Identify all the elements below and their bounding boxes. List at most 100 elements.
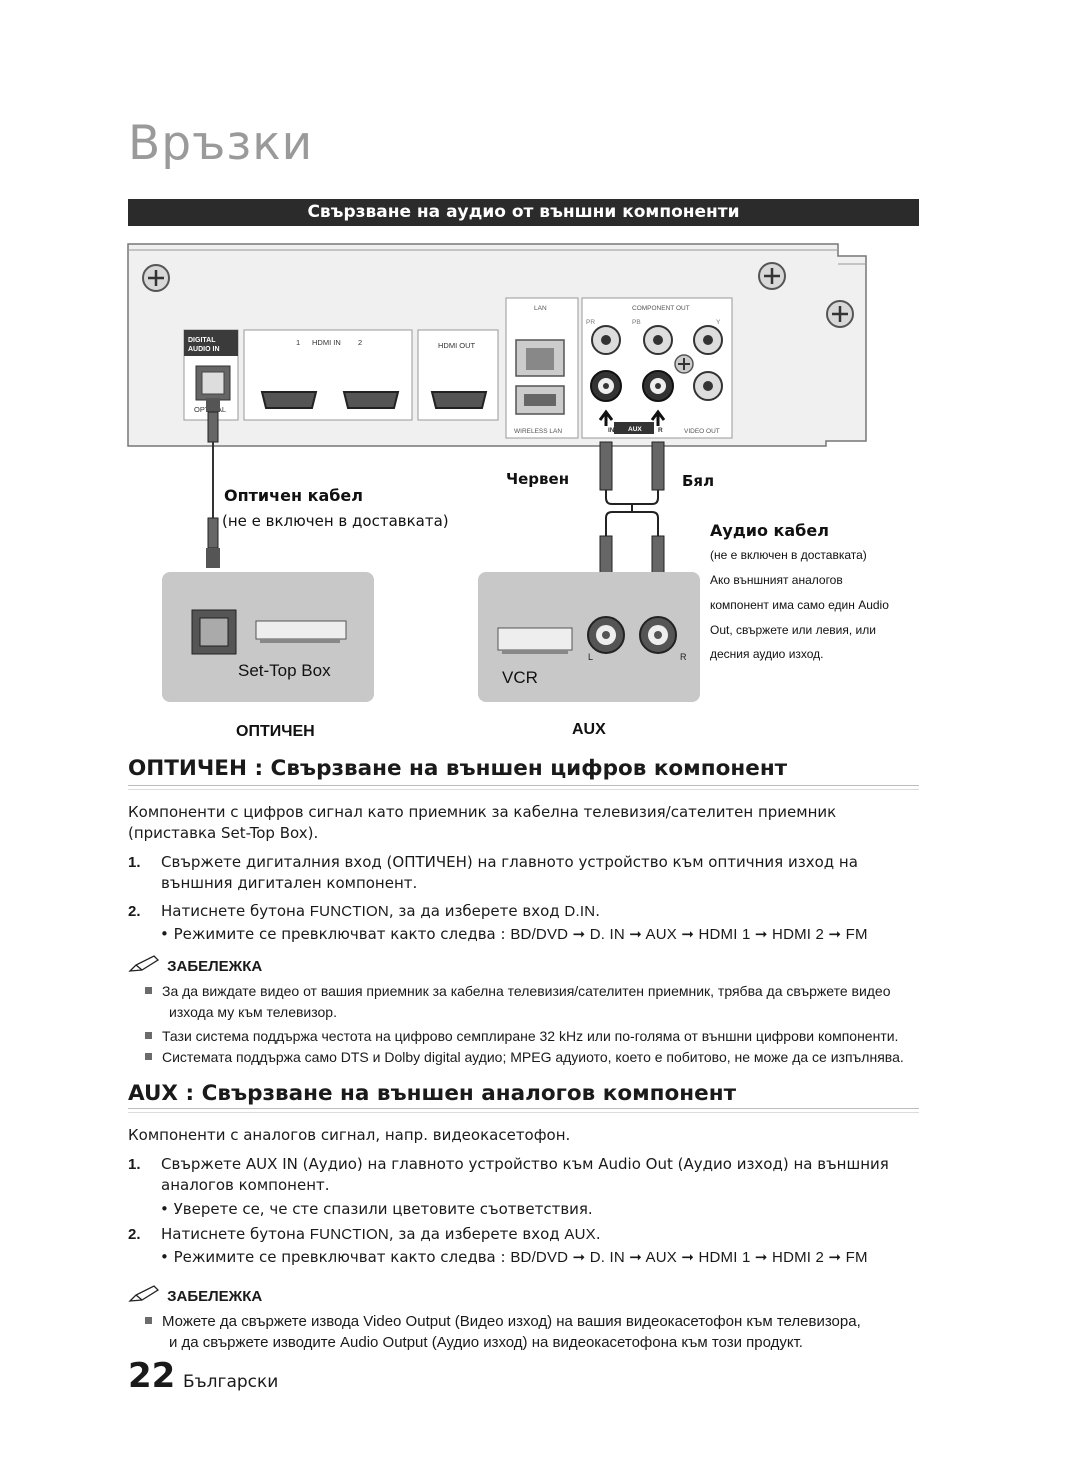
- aux-step-2: 2.Натиснете бутона FUNCTION, за да избер…: [128, 1224, 928, 1245]
- function-keyword: FUNCTION: [309, 1226, 389, 1243]
- hdmi-port-icon: [260, 391, 318, 409]
- step-number: 2.: [128, 1226, 141, 1243]
- aux-step-1-cont: аналогов компонент.: [161, 1176, 330, 1194]
- video-out-jack-icon: [693, 371, 723, 401]
- optical-caption: ОПТИЧЕН: [236, 723, 315, 740]
- optical-cable-note: (не е включен в доставката): [222, 512, 449, 530]
- vcr-device: L R VCR: [478, 572, 700, 702]
- pencil-note-icon: [128, 955, 160, 972]
- aux-step-1-bullet: • Уверете се, че сте спазили цветовите с…: [160, 1199, 930, 1220]
- page-language: Български: [183, 1372, 279, 1392]
- optical-step-1-text: Свържете дигиталния вход (ОПТИЧЕН) на гл…: [161, 853, 858, 871]
- section-banner: Свързване на аудио от външни компоненти: [128, 199, 919, 226]
- hdmi-out-label: HDMI OUT: [438, 341, 475, 350]
- video-out-label: VIDEO OUT: [684, 428, 720, 435]
- aux-step-1-text: Свържете AUX IN (Аудио) на главното устр…: [161, 1155, 889, 1173]
- optical-note-1: За да виждате видео от вашия приемник за…: [145, 981, 915, 1023]
- audio-cable-note-5: десния аудио изход.: [710, 647, 824, 661]
- chapter-title: Връзки: [128, 116, 314, 171]
- component-out-label: COMPONENT OUT: [632, 305, 690, 312]
- optical-intro-line-2: (приставка Set-Top Box).: [128, 824, 319, 842]
- optical-cable: [204, 398, 222, 593]
- connection-diagram: DIGITAL AUDIO IN OPTICAL 1 HDMI IN 2 HDM…: [127, 243, 889, 740]
- pencil-note-icon: [128, 1285, 160, 1302]
- square-bullet-icon: [145, 1032, 152, 1039]
- set-top-box-device: Set-Top Box: [162, 572, 374, 702]
- bullet-dot: •: [160, 1200, 174, 1218]
- aux-label: AUX: [628, 426, 642, 433]
- hdmi-in-label: HDMI IN: [312, 338, 341, 347]
- arrow-up-icon: [650, 409, 666, 426]
- optical-mode-sequence: BD/DVD ➞ D. IN ➞ AUX ➞ HDMI 1 ➞ HDMI 2 ➞…: [510, 926, 868, 943]
- optical-step-2-mid: , за да изберете вход: [388, 902, 565, 920]
- bullet-dot: •: [160, 925, 174, 943]
- bullet-dot: •: [160, 1248, 174, 1266]
- square-bullet-icon: [145, 987, 152, 994]
- optical-step-1: 1. Свържете дигиталния вход (ОПТИЧЕН) на …: [128, 852, 928, 894]
- aux-l-jack-icon: [590, 370, 622, 402]
- screw-icon: [826, 300, 854, 328]
- step-number: 1.: [128, 1156, 141, 1173]
- aux-in-l-label: IN: [608, 427, 615, 434]
- square-bullet-icon: [145, 1317, 152, 1324]
- screw-icon: [674, 354, 694, 374]
- aux-step-1: 1. Свържете AUX IN (Аудио) на главното ус…: [128, 1154, 928, 1196]
- hdmi-port-icon: [430, 391, 488, 409]
- comp-y-label: Y: [716, 319, 721, 326]
- vcr-l-label: L: [588, 652, 593, 662]
- white-plug-label: Бял: [682, 472, 714, 490]
- optical-step-2: 2. Натиснете бутона FUNCTION, за да избер…: [128, 901, 928, 922]
- aux-note-1-a: Можете да свържете извода Video Output (…: [162, 1313, 861, 1330]
- comp-pb-label: PB: [632, 319, 641, 326]
- back-panel: DIGITAL AUDIO IN OPTICAL 1 HDMI IN 2 HDM…: [127, 243, 867, 447]
- screw-icon: [142, 264, 170, 292]
- aux-note-1: Можете да свържете извода Video Output (…: [145, 1311, 935, 1353]
- screw-icon: [758, 262, 786, 290]
- vcr-l-jack-icon: [587, 616, 625, 654]
- audio-cable-note-4: Out, свържете или левия, или: [710, 623, 876, 637]
- audio-cable-note-1: (не е включен в доставката): [710, 548, 867, 562]
- aux-step-1-bullet-text: Уверете се, че сте спазили цветовите съо…: [173, 1200, 593, 1218]
- vcr-r-jack-icon: [639, 616, 677, 654]
- aux-caption: AUX: [572, 721, 606, 738]
- aux-step-2-end: .: [595, 1225, 601, 1243]
- hdmi-in-1-label: 1: [296, 338, 300, 347]
- optical-step-1-cont: външния дигитален компонент.: [161, 874, 418, 892]
- page-number: 22: [128, 1356, 176, 1396]
- comp-pr-label: PR: [586, 319, 595, 326]
- step-number: 2.: [128, 903, 141, 920]
- aux-in-r-label: R: [658, 427, 663, 434]
- aux-intro: Компоненти с аналогов сигнал, напр. виде…: [128, 1126, 571, 1144]
- din-keyword: D.IN: [564, 903, 596, 920]
- optical-note-label: ЗАБЕЛЕЖКА: [167, 958, 263, 975]
- heading-rule: [128, 785, 919, 790]
- optical-note-2-text: Тази система поддържа честота на цифрово…: [162, 1028, 899, 1044]
- aux-section-heading: AUX : Свързване на външен аналогов компо…: [128, 1081, 737, 1106]
- optical-intro: Компоненти с цифров сигнал като приемник…: [128, 802, 908, 844]
- optical-step-2-pre: Натиснете бутона: [161, 902, 310, 920]
- optical-section-heading: ОПТИЧЕН : Свързване на външен цифров ком…: [128, 756, 788, 781]
- aux-mode-pre: Режимите се превключват както следва :: [173, 1248, 511, 1266]
- audio-cable-label: Аудио кабел: [710, 521, 829, 540]
- aux-note-1-b: и да свържете изводите Audio Output (Ауд…: [169, 1334, 803, 1351]
- optical-step-2-end: .: [595, 902, 601, 920]
- optical-note-1-a: За да виждате видео от вашия приемник за…: [162, 983, 891, 999]
- optical-cable-label: Оптичен кабел: [224, 486, 363, 505]
- audio-in-label: AUDIO IN: [188, 346, 220, 353]
- optical-note-3-text: Системата поддържа само DTS и Dolby digi…: [162, 1049, 904, 1065]
- hdmi-in-2-label: 2: [358, 338, 362, 347]
- optical-note-1-b: изхода му към телевизор.: [169, 1004, 337, 1020]
- rca-jack-icon: [693, 325, 723, 355]
- optical-intro-line-1: Компоненти с цифров сигнал като приемник…: [128, 803, 837, 821]
- aux-r-jack-icon: [642, 370, 674, 402]
- digital-label: DIGITAL: [188, 337, 216, 344]
- lan-label: LAN: [534, 305, 547, 312]
- arrow-up-icon: [598, 409, 614, 426]
- optical-mode-pre: Режимите се превключват както следва :: [173, 925, 511, 943]
- function-keyword: FUNCTION: [309, 903, 389, 920]
- vcr-r-label: R: [680, 652, 687, 662]
- vcr-label: VCR: [502, 668, 538, 687]
- audio-cable-note-2: Ако външният аналогов: [710, 573, 843, 587]
- aux-keyword: AUX: [564, 1226, 596, 1243]
- step-number: 1.: [128, 854, 141, 871]
